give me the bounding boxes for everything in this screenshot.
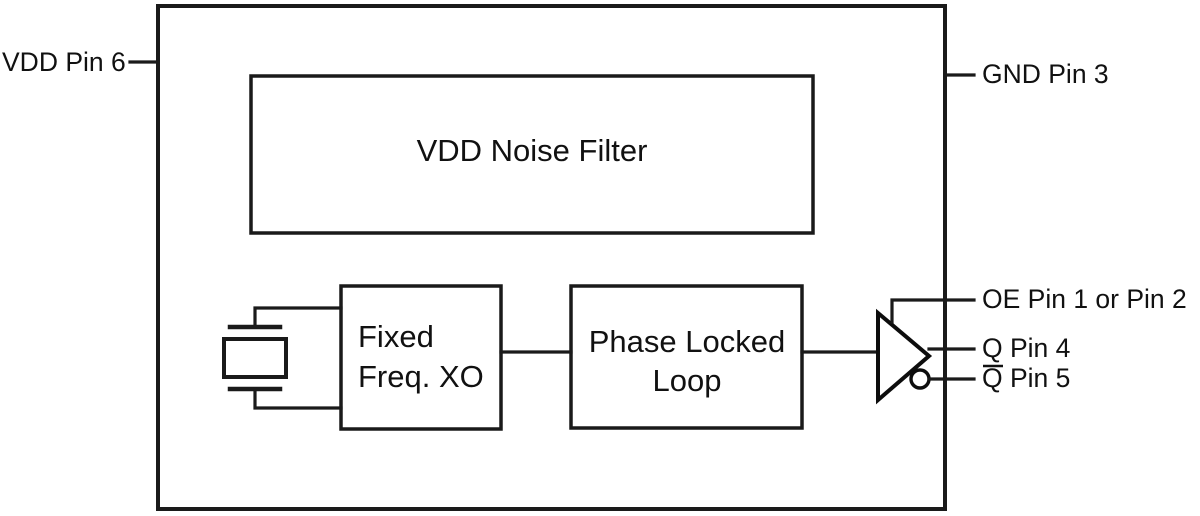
block-label-phase-locked-loop-line1: Phase Locked xyxy=(589,324,785,359)
block-label-vdd-noise-filter: VDD Noise Filter xyxy=(417,133,648,168)
block-label-phase-locked-loop-line2: Loop xyxy=(653,363,722,398)
block-label-fixed-freq-xo-line1: Fixed xyxy=(358,319,434,354)
crystal-top-lead xyxy=(253,306,343,329)
block-phase-locked-loop xyxy=(569,284,804,430)
oe-enable-wire xyxy=(890,298,976,324)
block-fixed-freq-xo xyxy=(339,284,503,431)
crystal-body xyxy=(222,337,288,379)
crystal-bottom-lead xyxy=(253,387,343,410)
device-package-boundary xyxy=(156,4,947,511)
output-buffer-icon xyxy=(876,308,933,405)
block-vdd-noise-filter xyxy=(249,74,815,235)
pin-label-gnd: GND Pin 3 xyxy=(982,59,1109,89)
pin-label-oe: OE Pin 1 or Pin 2 xyxy=(982,284,1187,314)
pin-label-vdd: VDD Pin 6 xyxy=(2,47,126,77)
pin-label-qbar: Q Pin 5 xyxy=(982,363,1070,393)
pin-label-q: Q Pin 4 xyxy=(982,333,1070,363)
inverting-bubble-icon xyxy=(909,368,931,390)
block-label-fixed-freq-xo-line2: Freq. XO xyxy=(358,359,484,394)
